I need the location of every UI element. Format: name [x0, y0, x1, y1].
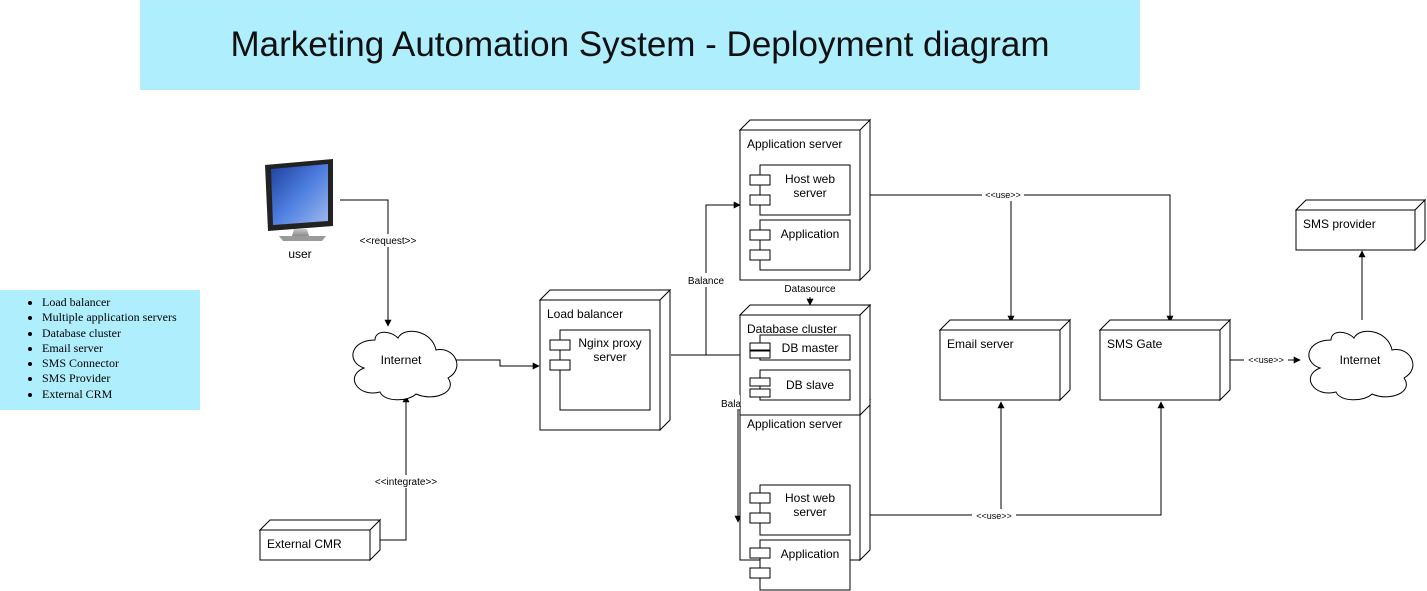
load-balancer-node: Load balancer Nginx proxy server	[538, 288, 672, 432]
feature-item: External CRM	[42, 387, 200, 402]
edge-label-datasource: Datasource	[784, 284, 836, 295]
db-cluster-node: Database cluster DB master DB slave	[738, 303, 872, 417]
sms-provider-node: SMS provider	[1294, 198, 1427, 252]
sms-provider-label: SMS provider	[1303, 217, 1376, 231]
application-t-label: Application	[781, 227, 840, 241]
app-server-bottom-label: Application server	[747, 417, 842, 431]
feature-item: SMS Provider	[42, 371, 200, 386]
user-monitor-icon	[265, 159, 333, 241]
edge-label-use-bottom: <<use>>	[976, 511, 1012, 521]
edge-label-integrate: <<integrate>>	[375, 477, 437, 488]
user-label: user	[288, 247, 311, 261]
email-server-label: Email server	[947, 337, 1014, 351]
db-cluster-label: Database cluster	[747, 322, 837, 336]
host-web-server-t-2: server	[793, 186, 826, 200]
edge-label-use-right: <<use>>	[1248, 355, 1284, 365]
host-web-server-b-1: Host web	[785, 491, 835, 505]
nginx-component	[559, 329, 651, 411]
app-server-bottom-node: Application server Host web server Appli…	[738, 398, 872, 591]
db-master-label: DB master	[782, 341, 839, 355]
feature-item: Load balancer	[42, 295, 200, 310]
edge-label-balance: Balance	[688, 276, 725, 287]
sms-gate-label: SMS Gate	[1107, 337, 1163, 351]
edge-app2-smsgate	[1001, 401, 1165, 516]
edge-internet-lb	[455, 359, 540, 370]
external-crm-label: External CMR	[267, 537, 342, 551]
app-server-top-label: Application server	[747, 137, 842, 151]
edge-app2-email	[870, 401, 1005, 516]
edge-crm-internet	[380, 395, 410, 541]
feature-item: SMS Connector	[42, 356, 200, 371]
edge-label-request: <<request>>	[360, 236, 417, 247]
host-web-server-b-2: server	[793, 505, 826, 519]
edge-user-internet	[340, 199, 392, 327]
sms-gate-node: SMS Gate	[1098, 318, 1232, 402]
nginx-label-2: server	[593, 350, 626, 364]
edge-label-use-top: <<use>>	[985, 190, 1021, 200]
feature-item: Email server	[42, 341, 200, 356]
internet-cloud-left: Internet	[352, 330, 458, 401]
application-b-label: Application	[781, 547, 840, 561]
feature-item: Database cluster	[42, 326, 200, 341]
edge-app-email	[870, 194, 1015, 323]
edge-label-balance-bottom: Bala	[721, 399, 741, 410]
edge-app-smsgate	[1011, 194, 1174, 323]
email-server-node: Email server	[938, 318, 1072, 402]
internet-left-label: Internet	[381, 353, 422, 367]
page-title: Marketing Automation System - Deployment…	[230, 25, 1050, 64]
title-banner: Marketing Automation System - Deployment…	[140, 0, 1140, 90]
internet-cloud-right: Internet	[1308, 330, 1414, 401]
feature-item: Multiple application servers	[42, 310, 200, 325]
internet-right-label: Internet	[1340, 353, 1381, 367]
features-list: Load balancerMultiple application server…	[0, 290, 200, 410]
app-server-top-node: Application server Host web server Appli…	[738, 118, 872, 282]
external-crm-node: External CMR	[258, 518, 382, 562]
host-web-server-t-1: Host web	[785, 172, 835, 186]
nginx-label-1: Nginx proxy	[578, 336, 641, 350]
db-slave-label: DB slave	[786, 378, 834, 392]
load-balancer-label: Load balancer	[547, 307, 623, 321]
